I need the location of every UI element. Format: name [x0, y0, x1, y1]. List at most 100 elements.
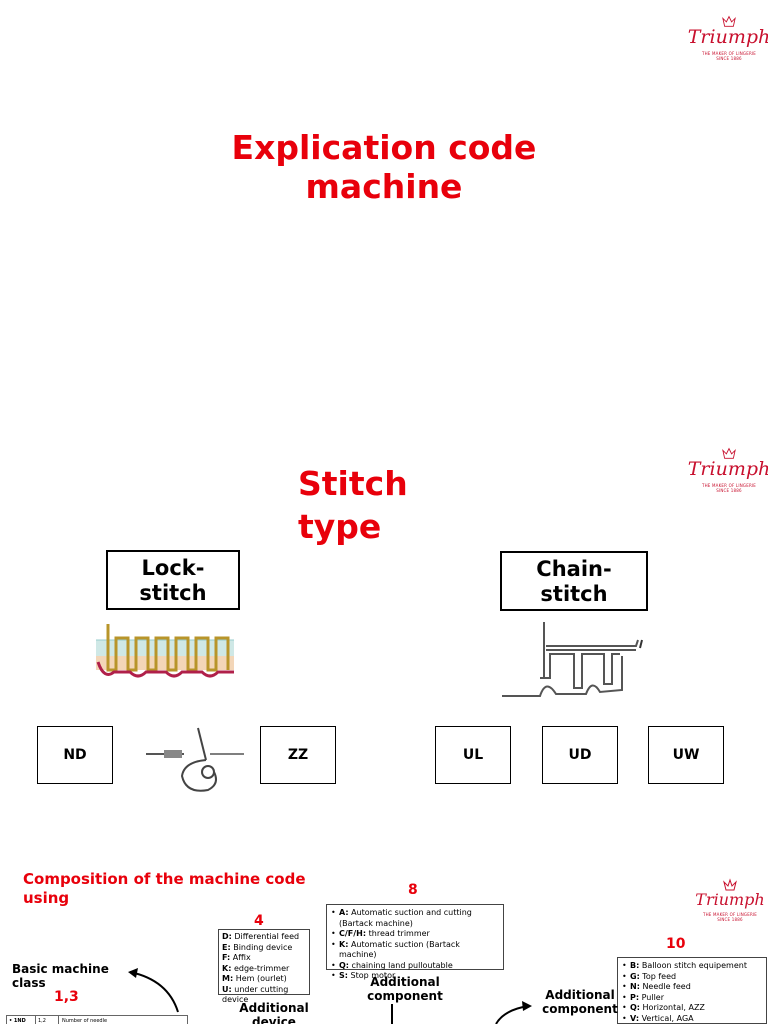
component-a-key: A:	[339, 908, 349, 917]
triumph-logo: Triumph THE MAKER OF LINGERIE SINCE 1886	[684, 446, 768, 493]
component-b-key: V:	[630, 1013, 640, 1023]
device-item: M: Hem (ourlet)	[222, 974, 306, 985]
table-cell-3: Number of needle	[62, 1018, 108, 1024]
lockstitch-diagram	[96, 624, 234, 678]
logo-tagline: THE MAKER OF LINGERIE SINCE 1886	[701, 483, 757, 493]
component-a-line-2: component	[367, 989, 443, 1003]
component-b-value: Vertical, AGA	[639, 1013, 694, 1023]
component-b-value: Horizontal, AZZ	[640, 1003, 705, 1012]
lockstitch-line-2: stitch	[139, 581, 207, 605]
component-a-value: Automatic suction (Bartack machine)	[339, 939, 460, 960]
device-key: U:	[222, 984, 232, 994]
crown-icon	[723, 878, 737, 891]
chainstitch-label: Chain- stitch	[500, 551, 648, 611]
component-b-item: Q: Horizontal, AZZ	[622, 1003, 762, 1014]
logo-wordmark: Triumph	[687, 458, 768, 480]
component-a-value: Automatic suction and cutting (Bartack m…	[339, 908, 472, 928]
device-key: M:	[222, 974, 234, 983]
logo-tagline: THE MAKER OF LINGERIE SINCE 1886	[701, 51, 757, 61]
component-a-key: S:	[339, 971, 348, 980]
code-box-uw: UW	[648, 726, 724, 784]
component-a-key: Q:	[339, 960, 349, 970]
component-b-item: P: Puller	[622, 992, 762, 1004]
component-b-key: B:	[630, 961, 640, 970]
device-value: Binding device	[230, 942, 293, 952]
component-b-key: G:	[630, 971, 640, 981]
machine-class-table: • 1ND 1,2 Number of needle	[6, 1015, 188, 1024]
component-b-key: P:	[630, 992, 640, 1002]
component-b-key: Q:	[630, 1003, 640, 1012]
device-item: D: Differential feed	[222, 932, 306, 943]
additional-component-label-a: Additional component	[362, 975, 448, 1003]
code-box-ud: UD	[542, 726, 618, 784]
table-cell-2: 1,2	[36, 1016, 59, 1024]
title-line-1: Explication code	[231, 128, 537, 167]
device-label-line-2: device	[252, 1015, 296, 1024]
component-list-b: B: Balloon stitch equipementG: Top feedN…	[622, 961, 762, 1024]
marker-4: 4	[254, 913, 264, 929]
crown-icon	[722, 15, 736, 27]
title-line-2: using	[23, 889, 70, 907]
title-line-2: machine	[305, 167, 463, 206]
component-a-item: S: Stop motor	[331, 971, 499, 982]
device-key: D:	[222, 932, 232, 941]
device-value: Hem (ourlet)	[233, 974, 287, 983]
component-a-key: K:	[339, 939, 349, 949]
component-b-line-1: Additional	[545, 988, 615, 1002]
component-a-value: Stop motor	[347, 971, 396, 980]
crown-icon	[722, 447, 736, 459]
device-value: edge-trimmer	[231, 963, 290, 973]
title-line-1: Composition of the machine code	[23, 870, 306, 888]
device-label-line-1: Additional	[239, 1001, 309, 1015]
device-key: K:	[222, 963, 232, 973]
additional-device-label: Additional device	[232, 1001, 316, 1024]
device-item: U: under cutting device	[222, 985, 306, 1006]
table-cell-1: • 1ND	[7, 1016, 36, 1024]
component-a-value: thread trimmer	[366, 929, 430, 938]
component-b-item: G: Top feed	[622, 971, 762, 983]
component-b-value: Needle feed	[639, 982, 691, 991]
device-item: K: edge-trimmer	[222, 964, 306, 975]
code-box-nd: ND	[37, 726, 113, 784]
slide-title: Triumph THE MAKER OF LINGERIE SINCE 1886…	[0, 0, 768, 432]
title-line-1: Stitch	[298, 464, 408, 503]
needle-loop-diagram	[146, 727, 244, 792]
component-b-item: N: Needle feed	[622, 982, 762, 993]
code-box-zz: ZZ	[260, 726, 336, 784]
component-a-item: A: Automatic suction and cutting (Bartac…	[331, 908, 499, 929]
device-value: Differential feed	[231, 932, 300, 941]
component-b-value: Top feed	[639, 971, 677, 981]
device-item: E: Binding device	[222, 943, 306, 954]
code-box-ul: UL	[435, 726, 511, 784]
device-value: under cutting device	[222, 984, 289, 1005]
additional-component-label-b: Additional component	[540, 988, 620, 1016]
triumph-logo: Triumph THE MAKER OF LINGERIE SINCE 1886	[684, 14, 768, 61]
connector-arrows	[128, 968, 532, 1024]
basic-label-line-1: Basic machine	[12, 962, 109, 976]
marker-1-3: 1,3	[54, 989, 79, 1005]
lockstitch-line-1: Lock-	[141, 556, 205, 580]
slide-composition: Triumph THE MAKER OF LINGERIE SINCE 1886…	[0, 832, 768, 1024]
component-b-key: N:	[630, 982, 640, 991]
composition-title: Composition of the machine code using	[23, 870, 343, 908]
component-a-line-1: Additional	[370, 975, 440, 989]
component-box-a: A: Automatic suction and cutting (Bartac…	[326, 904, 504, 981]
component-a-item: C/F/H: thread trimmer	[331, 929, 499, 940]
marker-8: 8	[408, 882, 418, 898]
component-a-value: chaining land pulloutable	[349, 960, 453, 970]
component-list-a: A: Automatic suction and cutting (Bartac…	[331, 908, 499, 982]
component-a-item: Q: chaining land pulloutable	[331, 960, 499, 972]
component-a-item: K: Automatic suction (Bartack machine)	[331, 939, 499, 961]
component-b-value: Puller	[639, 992, 665, 1002]
stitch-type-title: Stitch type	[298, 462, 408, 548]
chainstitch-line-1: Chain-	[536, 557, 612, 581]
logo-wordmark: Triumph	[687, 26, 768, 48]
marker-10: 10	[666, 936, 686, 952]
lockstitch-label: Lock- stitch	[106, 550, 240, 610]
basic-machine-class-label: Basic machine class	[12, 962, 109, 990]
title-line-2: type	[298, 507, 382, 546]
device-item: F: Affix	[222, 953, 306, 964]
device-key: E:	[222, 942, 231, 952]
